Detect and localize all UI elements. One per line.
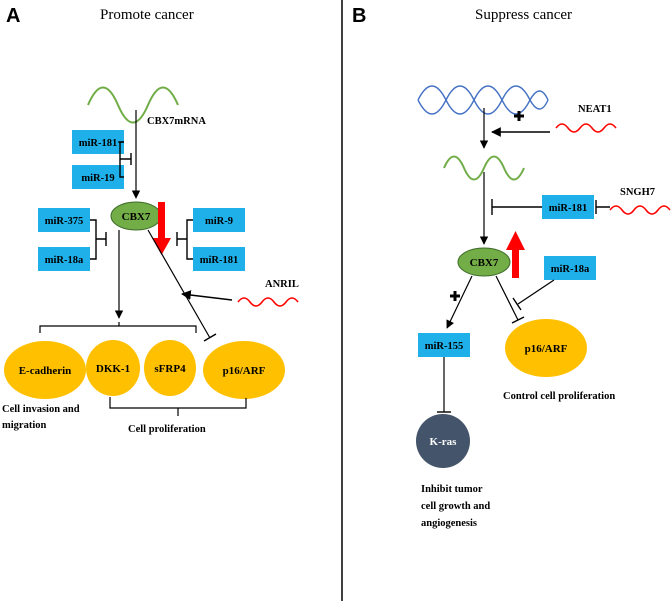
upregulation-arrow-head bbox=[506, 231, 525, 250]
mir9-181-inhibit bbox=[176, 219, 193, 260]
anril-wave bbox=[237, 297, 299, 307]
mir9-box bbox=[193, 208, 245, 232]
anril-arrow bbox=[181, 290, 233, 301]
mir181-label-b: miR-181 bbox=[549, 203, 588, 214]
mir18a-inhibit bbox=[517, 279, 555, 305]
mir155-box bbox=[418, 333, 470, 357]
mir9-label: miR-9 bbox=[205, 216, 233, 227]
mir375-label: miR-375 bbox=[45, 216, 84, 227]
upregulation-arrow-shaft bbox=[512, 249, 519, 278]
mir375-18a-inhibit bbox=[90, 219, 107, 260]
panel-a-letter: A bbox=[6, 5, 20, 27]
p16arf-node-a bbox=[203, 341, 285, 399]
control-prolif-note: Control cell proliferation bbox=[503, 391, 615, 402]
cbx7-to-p16-inhibit bbox=[147, 229, 211, 339]
ecadherin-node bbox=[4, 341, 86, 399]
mir18a-label: miR-18a bbox=[45, 255, 84, 266]
invasion-note-line2: migration bbox=[2, 420, 46, 431]
mir18a-label-b: miR-18a bbox=[551, 264, 590, 275]
cbx7-mrna-wave-b bbox=[443, 155, 525, 181]
dkk1-label: DKK-1 bbox=[96, 363, 130, 375]
sngh7-inhibit bbox=[595, 200, 610, 214]
mir181-inhibit-b bbox=[491, 199, 542, 215]
sfrp4-node bbox=[144, 340, 196, 396]
mir18a-inhibit-bar bbox=[512, 297, 522, 311]
mir375-box bbox=[38, 208, 90, 232]
p16arf-label-b: p16/ARF bbox=[525, 343, 568, 355]
neat1-wave bbox=[555, 123, 617, 133]
p16arf-node-b bbox=[505, 319, 587, 377]
kras-node bbox=[416, 414, 470, 468]
panel-a-title: Promote cancer bbox=[100, 7, 194, 23]
mir181-right-box bbox=[193, 247, 245, 271]
cbx7-mrna-label: CBX7mRNA bbox=[147, 116, 206, 127]
panel-b-title: Suppress cancer bbox=[475, 7, 572, 23]
panel-b: B Suppress cancer NEAT1 miR-181 SNGH7 CB… bbox=[352, 5, 671, 529]
mir18a-box bbox=[38, 247, 90, 271]
mir155-plus bbox=[450, 291, 460, 301]
mir19-box bbox=[72, 165, 124, 189]
kras-label: K-ras bbox=[430, 436, 458, 448]
cbx7-mrna-wave bbox=[87, 86, 179, 124]
proliferation-bracket bbox=[109, 397, 247, 416]
proliferation-note: Cell proliferation bbox=[128, 424, 206, 435]
neat1-label: NEAT1 bbox=[578, 104, 612, 115]
mir181-top-label: miR-181 bbox=[79, 138, 118, 149]
sfrp4-label: sFRP4 bbox=[154, 363, 186, 375]
invasion-note-line1: Cell invasion and bbox=[2, 404, 80, 415]
blue-wave-strand-2 bbox=[417, 85, 549, 115]
downregulation-arrow-head bbox=[152, 238, 171, 255]
panel-a: A Promote cancer CBX7mRNA miR-181 miR-19… bbox=[2, 5, 299, 435]
mir155-label: miR-155 bbox=[425, 341, 464, 352]
blue-wave-strand-1 bbox=[417, 85, 549, 115]
p16arf-label-a: p16/ARF bbox=[223, 365, 266, 377]
dkk1-node bbox=[86, 340, 140, 396]
cbx7-to-p16-inhibit-b bbox=[495, 275, 519, 321]
inhibit-note-line2: cell growth and bbox=[421, 501, 490, 512]
mir181-top-box bbox=[72, 130, 124, 154]
mir181-right-label: miR-181 bbox=[200, 255, 239, 266]
panel-b-letter: B bbox=[352, 5, 366, 27]
cbx7-node-b bbox=[457, 247, 511, 277]
mir181-box-b bbox=[542, 195, 594, 219]
cbx7-label-a: CBX7 bbox=[122, 211, 151, 223]
inhibit-note-line3: angiogenesis bbox=[421, 518, 477, 529]
cbx7-to-p16-inhibit-bar-b bbox=[511, 316, 525, 324]
ecadherin-label: E-cadherin bbox=[19, 365, 72, 377]
mir19-label: miR-19 bbox=[81, 173, 114, 184]
inhibit-note-line1: Inhibit tumor bbox=[421, 484, 483, 495]
anril-label: ANRIL bbox=[265, 279, 299, 290]
mir181-19-inhibit bbox=[119, 141, 132, 178]
downregulation-arrow-shaft bbox=[158, 202, 165, 240]
cbx7-to-p16-inhibit-bar bbox=[203, 333, 217, 342]
mir18a-box-b bbox=[544, 256, 596, 280]
sngh7-wave bbox=[609, 205, 671, 215]
sngh7-label: SNGH7 bbox=[620, 187, 655, 198]
neat1-plus bbox=[514, 111, 524, 121]
cbx7-label-b: CBX7 bbox=[470, 257, 499, 269]
targets-top-bracket bbox=[39, 322, 197, 333]
cbx7-to-mir155-arrow bbox=[446, 275, 473, 329]
